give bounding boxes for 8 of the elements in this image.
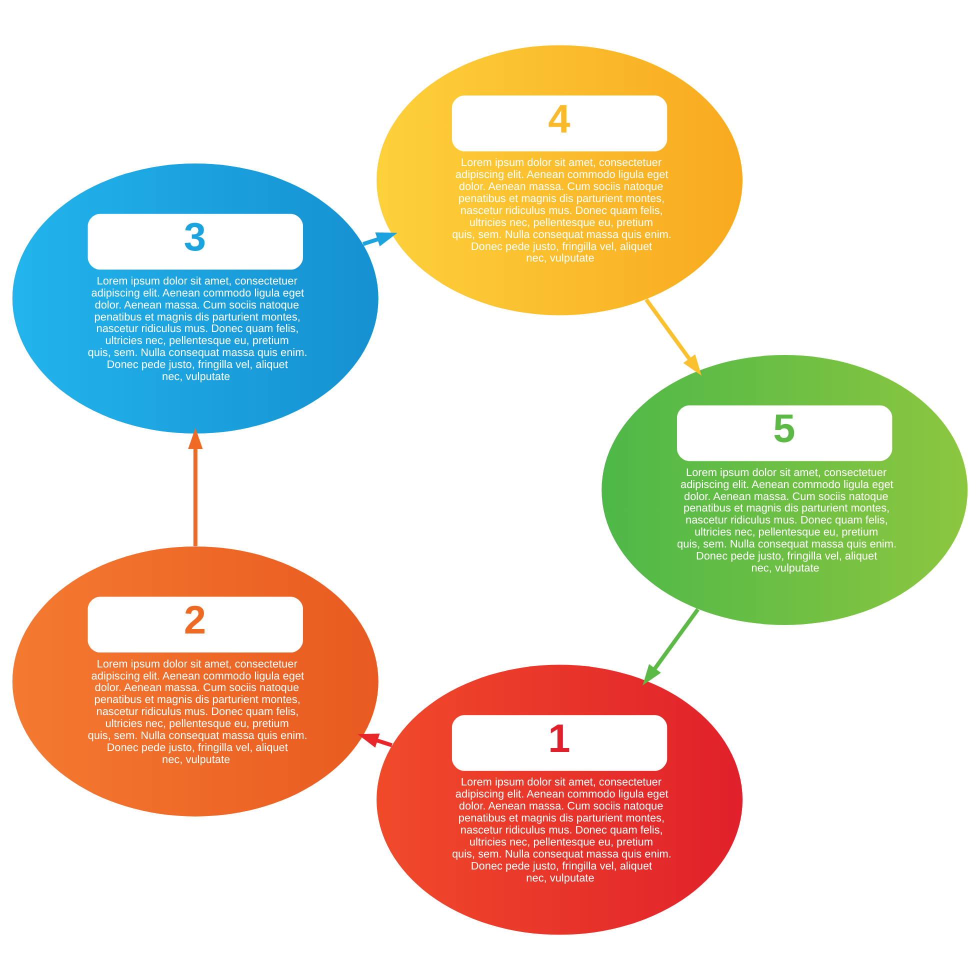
arrow: [642, 608, 700, 686]
arrow: [358, 734, 392, 748]
node-ellipse: 4 Lorem ipsum dolor sit amet, consectetuer adipiscing elit. Aenean commodo ligula eget dolor. Aenean massa. Cum sociis natoque penatibus et magnis dis parturient montes, nascetur ridiculus mus. Donec quam felis, ultricies nec, pellentesque eu, pretium quis, sem. Nulla consequat massa quis enim. Donec pede justo, fringilla vel, aliquet nec, vulputate: [376, 45, 743, 316]
arrow: [644, 298, 702, 376]
arrow: [362, 232, 398, 246]
node-ellipse: 2 Lorem ipsum dolor sit amet, consectetuer adipiscing elit. Aenean commodo ligula eget dolor. Aenean massa. Cum sociis natoque penatibus et magnis dis parturient montes, nascetur ridiculus mus. Donec quam felis, ultricies nec, pellentesque eu, pretium quis, sem. Nulla consequat massa quis enim. Donec pede justo, fringilla vel, aliquet nec, vulputate: [12, 546, 378, 816]
node-ellipse: 3 Lorem ipsum dolor sit amet, consectetuer adipiscing elit. Aenean commodo ligula eget dolor. Aenean massa. Cum sociis natoque penatibus et magnis dis parturient montes, nascetur ridiculus mus. Donec quam felis, ultricies nec, pellentesque eu, pretium quis, sem. Nulla consequat massa quis enim. Donec pede justo, fringilla vel, aliquet nec, vulputate: [12, 164, 378, 434]
arrow: [188, 428, 203, 546]
